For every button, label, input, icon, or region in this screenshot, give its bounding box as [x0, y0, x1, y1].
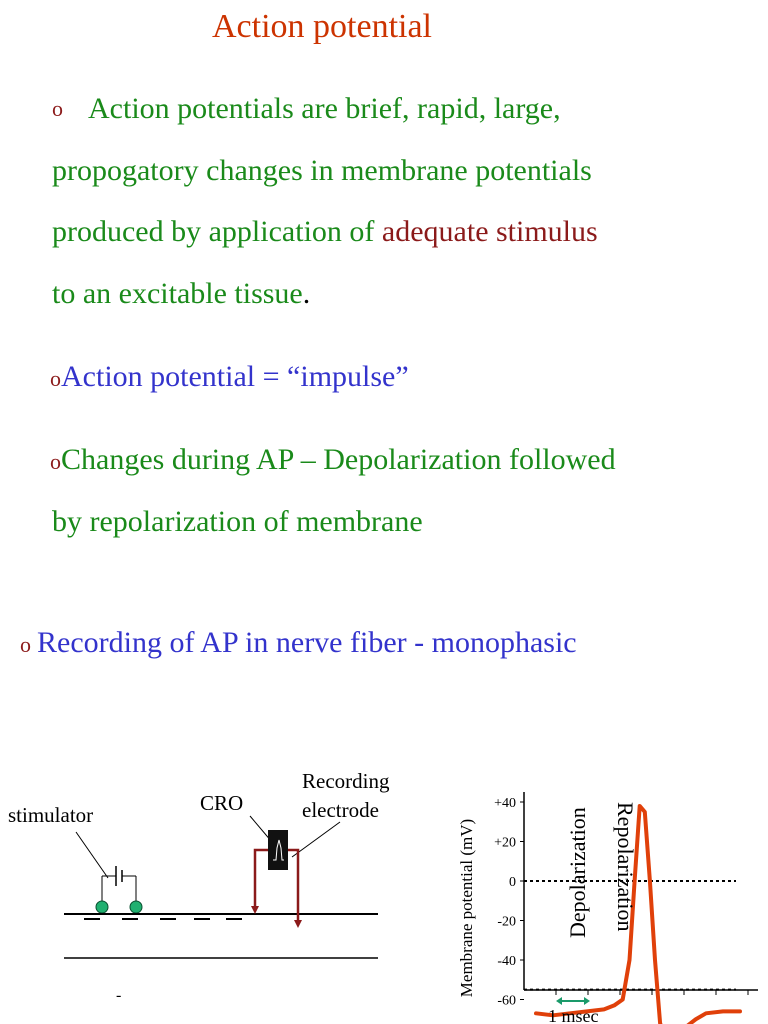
para1-line4-end: .: [302, 277, 311, 310]
recording-electrode-arrow: [294, 920, 302, 928]
chart-y-tick-label: +40: [494, 796, 516, 811]
para1-line4-text: to an excitable tissue: [52, 277, 303, 310]
para1-line3-text: produced by application of: [52, 215, 382, 248]
minus-mark: -: [116, 987, 121, 1004]
stimulating-electrode-icon: [95, 900, 109, 914]
cro-trace-icon: [273, 839, 284, 861]
para1-line1: Action potentials are brief, rapid, larg…: [88, 92, 561, 125]
battery-icon: [101, 866, 137, 905]
stimulator-pointer: [75, 831, 109, 879]
repolarization-annotation: Repolarization: [613, 802, 638, 932]
para1-line3: produced by application of adequate stim…: [52, 215, 598, 249]
stimulator-label: stimulator: [8, 803, 93, 827]
bullet3-line2: by repolarization of membrane: [52, 505, 423, 538]
bullet-marker: o: [52, 96, 63, 121]
chart-y-axis-label: Membrane potential (mV): [457, 819, 476, 997]
recording-wire-left: [253, 848, 268, 908]
chart-plot-area: +40+200-20-40-60-80DepolarizationRepolar…: [494, 792, 758, 1024]
scale-bar-arrow-right: [584, 997, 590, 1005]
adequate-stimulus-highlight: adequate stimulus: [381, 215, 598, 248]
bullet-marker: o: [50, 449, 61, 474]
bullet3: oChanges during AP – Depolarization foll…: [50, 443, 616, 477]
chart-y-tick-label: 0: [509, 875, 516, 890]
chart-y-tick-label: -40: [497, 954, 516, 969]
chart-y-tick-label: +20: [494, 836, 516, 851]
recording-label-line2: electrode: [302, 798, 379, 822]
recording-label-line1: Recording: [302, 769, 390, 793]
recording-setup-diagram: stimulator CRO Recording electrode -: [8, 769, 390, 1004]
page-title: Action potential: [212, 8, 433, 45]
chart-series-line: [534, 803, 742, 1024]
bullet2-text: Action potential = “impulse”: [61, 360, 409, 393]
bullet4-text: Recording of AP in nerve fiber - monopha…: [37, 626, 577, 659]
chart-y-tick-label: -60: [497, 994, 516, 1009]
bullet-marker: o: [20, 632, 31, 657]
bullet-marker: o: [50, 366, 61, 391]
recording-wire-right: [288, 848, 300, 920]
electrode-pointer: [291, 821, 341, 858]
para1-line4: to an excitable tissue.: [52, 277, 310, 311]
depolarization-annotation: Depolarization: [565, 807, 590, 938]
cro-label: CRO: [200, 791, 243, 815]
cro-box: [268, 830, 288, 870]
bullet3-line1: Changes during AP – Depolarization follo…: [61, 443, 616, 476]
action-potential-chart: Membrane potential (mV) +40 +20 0 -20 -40 -60…: [457, 792, 758, 1024]
scale-bar-arrow-left: [556, 997, 562, 1005]
bullet2: oAction potential = “impulse”: [50, 360, 409, 394]
scale-bar-label: 1 msec: [548, 1006, 598, 1024]
chart-y-tick-label: -20: [497, 915, 516, 930]
para1-line2: propogatory changes in membrane potentia…: [52, 154, 592, 187]
stimulating-electrode-icon: [129, 900, 143, 914]
recording-electrode-arrow: [251, 906, 259, 914]
